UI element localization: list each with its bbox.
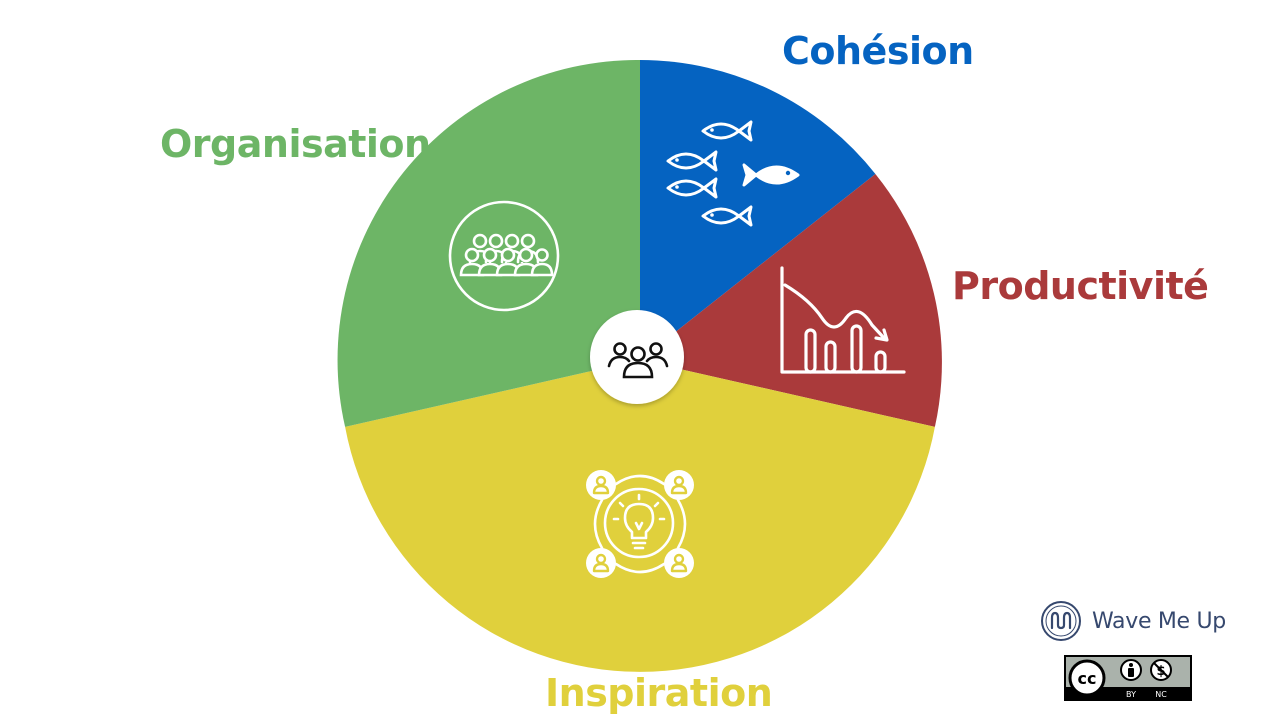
label-inspiration: Inspiration bbox=[545, 671, 773, 715]
cc-text: cc bbox=[1078, 669, 1097, 688]
wave-logo-icon bbox=[1041, 601, 1081, 641]
brand-name: Wave Me Up bbox=[1092, 608, 1226, 634]
cc-license-badge: cc $ BY NC bbox=[1064, 655, 1192, 701]
label-cohesion: Cohésion bbox=[782, 29, 974, 73]
label-productivite: Productivité bbox=[952, 264, 1209, 308]
label-organisation: Organisation bbox=[160, 122, 431, 166]
nc-dollar-icon: $ bbox=[1150, 659, 1172, 681]
declining-chart-icon bbox=[780, 266, 906, 374]
nc-text: NC bbox=[1155, 690, 1167, 699]
brand-logo: Wave Me Up bbox=[1040, 600, 1226, 642]
by-person-icon bbox=[1120, 659, 1142, 681]
svg-text:$: $ bbox=[1156, 664, 1165, 679]
segment-inspiration bbox=[345, 360, 935, 672]
segment-productivite bbox=[640, 174, 942, 427]
crowd-icon bbox=[448, 200, 560, 312]
by-text: BY bbox=[1126, 690, 1136, 699]
idea-network-icon bbox=[586, 470, 694, 578]
segment-organisation bbox=[337, 59, 640, 427]
segment-cohesion bbox=[640, 59, 876, 360]
team-icon bbox=[607, 342, 669, 379]
fish-school-icon bbox=[666, 120, 800, 227]
center-circle bbox=[590, 310, 684, 404]
